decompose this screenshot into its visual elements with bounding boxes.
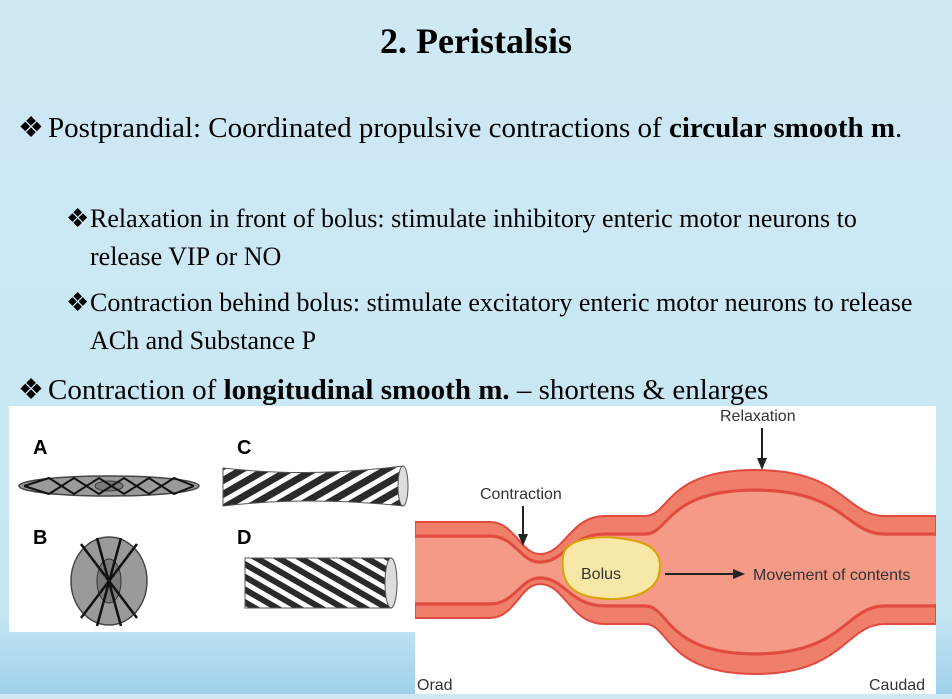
diamond-bullet-icon: ❖ — [66, 288, 90, 317]
bullet-2-text: Contraction of longitudinal smooth m. – … — [48, 374, 769, 406]
label-d: D — [237, 527, 251, 549]
cell-b-shape — [70, 536, 148, 627]
contraction-label: Contraction — [480, 486, 562, 503]
movement-label: Movement of contents — [753, 567, 910, 584]
diamond-bullet-icon: ❖ — [66, 204, 90, 233]
page-title: 2. Peristalsis — [380, 21, 572, 61]
diamond-bullet-icon: ❖ — [18, 374, 44, 406]
sub-bullet-2-text: Contraction behind bolus: stimulate exci… — [90, 288, 913, 355]
diamond-bullet-icon: ❖ — [18, 112, 44, 144]
label-a: A — [33, 437, 47, 459]
lumen-upper-wall — [415, 488, 936, 564]
bullet-1-text: Postprandial: Coordinated propulsive con… — [48, 112, 903, 144]
movement-arrowhead-icon — [733, 569, 745, 579]
tube-c-shape — [222, 465, 409, 507]
lumen — [415, 492, 936, 652]
bullet-2: ❖ Contraction of longitudinal smooth m. … — [18, 370, 938, 411]
orad-label: Orad — [417, 677, 453, 694]
bullet-1: ❖ Postprandial: Coordinated propulsive c… — [18, 108, 938, 149]
relaxation-arrowhead-icon — [757, 458, 767, 470]
label-b: B — [33, 527, 47, 549]
muscle-orientation-figure: A C B D — [9, 406, 415, 632]
cell-a-shape — [18, 475, 200, 497]
bolus-label: Bolus — [581, 566, 621, 583]
relaxation-label: Relaxation — [720, 408, 796, 425]
peristalsis-diagram: Bolus Movement of contents Relaxation Co… — [414, 406, 937, 694]
sub-bullet-2: ❖ Contraction behind bolus: stimulate ex… — [66, 284, 926, 360]
muscle-orientation-svg: A C B D — [18, 437, 409, 627]
label-c: C — [237, 437, 251, 459]
peristalsis-svg: Bolus Movement of contents Relaxation Co… — [414, 408, 937, 694]
sub-bullet-1: ❖ Relaxation in front of bolus: stimulat… — [66, 200, 926, 276]
tube-d-shape — [244, 557, 398, 609]
sub-bullet-1-text: Relaxation in front of bolus: stimulate … — [90, 204, 857, 271]
lumen-lower-wall — [415, 576, 936, 656]
caudad-label: Caudad — [869, 677, 925, 694]
contraction-arrowhead-icon — [518, 534, 528, 546]
bolus-shape — [561, 536, 661, 600]
